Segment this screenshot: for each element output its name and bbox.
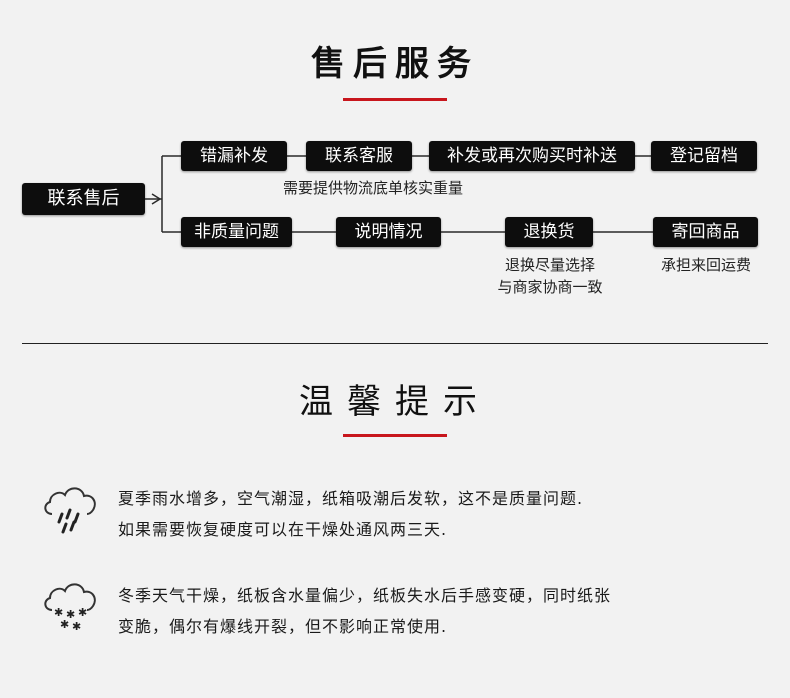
note-line: 退换尽量选择 bbox=[504, 256, 595, 274]
flow-connectors bbox=[145, 155, 653, 233]
title-underline bbox=[343, 434, 447, 437]
node-return-exchange: 退换货 bbox=[505, 217, 593, 247]
section-title-tips: 温馨提示 bbox=[299, 382, 491, 422]
node-register-record: 登记留档 bbox=[651, 141, 757, 171]
svg-text:✱: ✱ bbox=[78, 606, 87, 619]
rain-cloud-icon bbox=[44, 487, 96, 534]
note-return-negotiate: 退换尽量选择 与商家协商一致 bbox=[470, 254, 630, 298]
note-shipping-fee: 承担来回运费 bbox=[660, 256, 751, 274]
svg-text:✱: ✱ bbox=[54, 606, 63, 619]
tip-line: 变脆，偶尔有爆线开裂，但不影响正常使用. bbox=[118, 617, 448, 636]
snow-cloud-icon: ✱ ✱ ✱ ✱ ✱ bbox=[44, 583, 96, 633]
note-line: 与商家协商一致 bbox=[497, 278, 603, 296]
title-underline bbox=[343, 98, 447, 101]
tip-line: 冬季天气干燥，纸板含水量偏少，纸板失水后手感变硬，同时纸张 bbox=[118, 586, 612, 605]
node-resend-or-gift: 补发或再次购买时补送 bbox=[429, 141, 635, 171]
note-logistics-proof: 需要提供物流底单核实重量 bbox=[282, 179, 463, 197]
node-contact-after-sales: 联系售后 bbox=[22, 183, 145, 215]
section-divider bbox=[22, 343, 768, 344]
svg-text:✱: ✱ bbox=[60, 618, 69, 631]
tip-winter: 冬季天气干燥，纸板含水量偏少，纸板失水后手感变硬，同时纸张 变脆，偶尔有爆线开裂… bbox=[118, 580, 758, 642]
node-missing-resend: 错漏补发 bbox=[181, 141, 287, 171]
node-contact-service: 联系客服 bbox=[306, 141, 412, 171]
tip-line: 夏季雨水增多，空气潮湿，纸箱吸潮后发软，这不是质量问题. bbox=[118, 489, 584, 508]
svg-text:✱: ✱ bbox=[66, 608, 75, 621]
node-non-quality-issue: 非质量问题 bbox=[181, 217, 292, 247]
section-title-after-sales: 售后服务 bbox=[311, 44, 479, 84]
node-send-back-goods: 寄回商品 bbox=[653, 217, 758, 247]
svg-text:✱: ✱ bbox=[72, 620, 81, 633]
tip-summer: 夏季雨水增多，空气潮湿，纸箱吸潮后发软，这不是质量问题. 如果需要恢复硬度可以在… bbox=[118, 483, 758, 545]
node-explain-situation: 说明情况 bbox=[336, 217, 441, 247]
tip-line: 如果需要恢复硬度可以在干燥处通风两三天. bbox=[118, 520, 448, 539]
